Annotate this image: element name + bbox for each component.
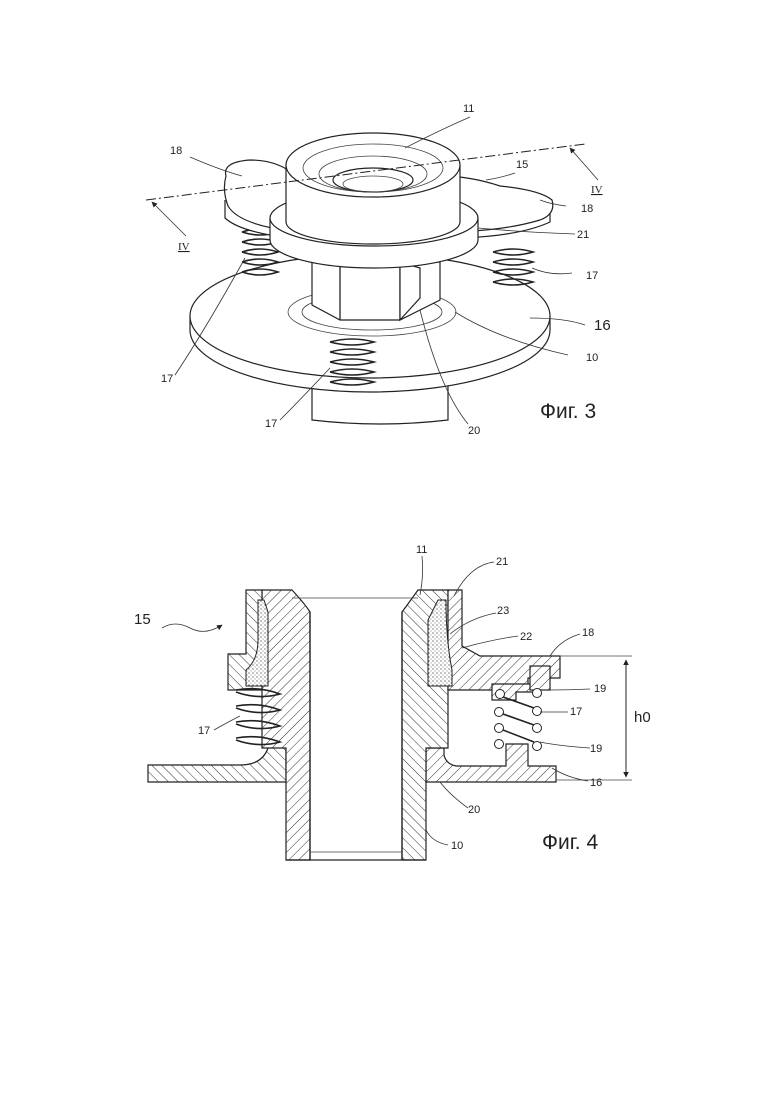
fig4-label-20: 20 (468, 804, 480, 816)
fig3-caption: Фиг. 3 (540, 400, 596, 423)
fig4-labels: 15 11 21 23 22 18 19 17 17 19 16 20 10 Ф… (134, 544, 606, 854)
fig4-caption: Фиг. 4 (542, 831, 598, 854)
fig3-label-section-right: IV (591, 184, 603, 196)
fig4-label-18: 18 (582, 627, 594, 639)
fig4-label-11: 11 (416, 544, 427, 556)
fig4-label-15: 15 (134, 611, 151, 628)
fig4-label-21: 21 (496, 556, 508, 568)
fig3-upper-cup (286, 133, 460, 244)
fig3-label-17-front: 17 (265, 418, 277, 430)
fig4-label-17-left: 17 (198, 725, 210, 737)
fig4-label-22: 22 (520, 631, 532, 643)
fig3-label-16: 16 (594, 317, 611, 334)
figure-3: 11 18 15 18 21 17 16 10 17 17 20 IV IV Ф… (146, 103, 611, 437)
fig3-label-17-right: 17 (586, 270, 598, 282)
fig3-label-18-right: 18 (581, 203, 593, 215)
fig4-label-23: 23 (497, 605, 509, 617)
fig4-label-16: 16 (590, 777, 602, 789)
fig4-assembly-arrow (162, 624, 222, 631)
fig4-label-19-lower: 19 (590, 743, 602, 755)
fig3-label-11: 11 (463, 103, 474, 115)
fig4-label-19-upper: 19 (594, 683, 606, 695)
fig4-label-10: 10 (451, 840, 463, 852)
fig4-tube-left-wall (262, 590, 310, 860)
fig4-dimension-h0: h0 (556, 656, 651, 780)
fig3-label-18-left: 18 (170, 145, 182, 157)
fig3-label-21: 21 (577, 229, 589, 241)
figure-4: h0 15 11 21 23 22 18 (134, 544, 651, 860)
fig4-label-h0: h0 (634, 709, 651, 726)
fig3-label-section-left: IV (178, 241, 190, 253)
fig3-label-10: 10 (586, 352, 598, 364)
fig4-label-17-right: 17 (570, 706, 582, 718)
fig3-label-20: 20 (468, 425, 480, 437)
fig3-label-17-left: 17 (161, 373, 173, 385)
fig3-label-15: 15 (516, 159, 528, 171)
fig4-spring-right (495, 689, 542, 751)
